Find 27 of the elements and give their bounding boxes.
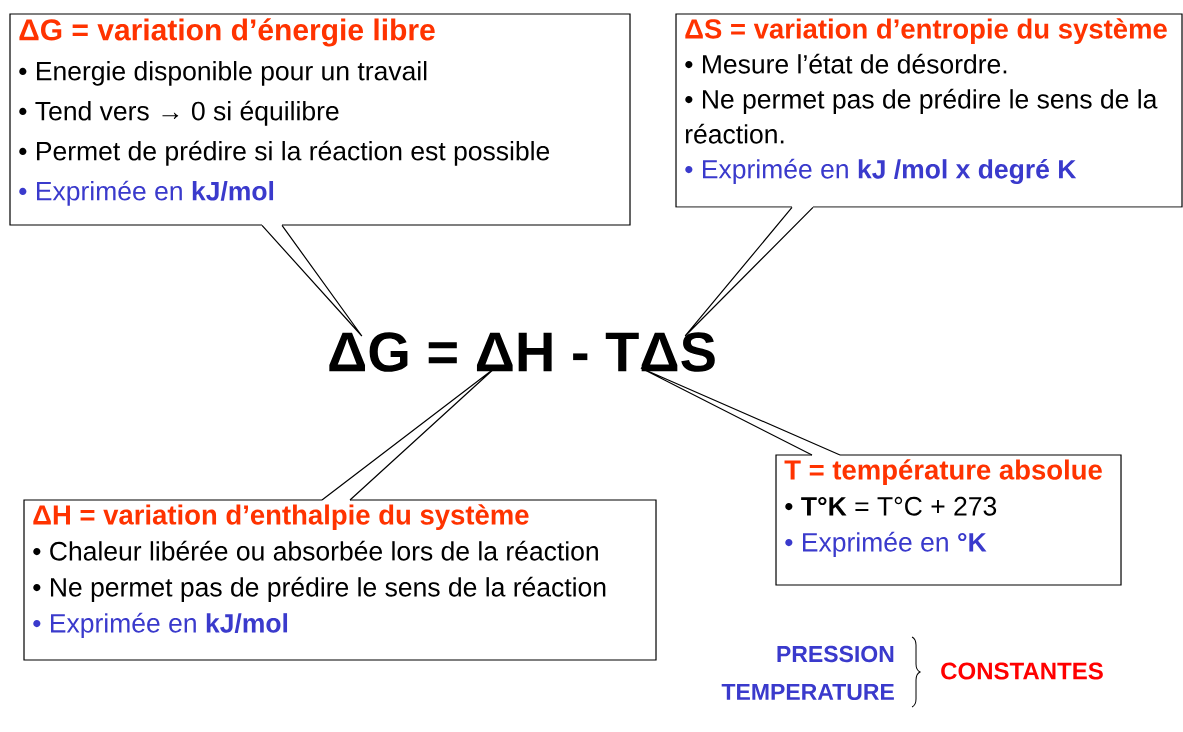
label: CONSTANTES <box>941 662 1103 680</box>
callout-pointer <box>261 224 363 337</box>
heading: ΔH = variation d’enthalpie du système <box>33 504 529 531</box>
bullet-item: • Tend vers → 0 si équilibre <box>19 100 339 126</box>
bullet-item: • Chaleur libérée ou absorbée lors de la réaction <box>33 540 598 561</box>
bullet-item: • Energie disponible pour un travail <box>19 61 427 86</box>
bullet-item: • Ne permet pas de prédire le sens de la réaction. <box>685 88 1158 144</box>
bullet-item: • Exprimée en kJ/mol <box>19 180 274 206</box>
label: PRESSION <box>777 645 894 663</box>
callout-pointer <box>684 206 814 337</box>
callout-box <box>23 499 657 661</box>
callout-pointer <box>640 367 841 456</box>
equation: ΔG = ΔH - TΔS <box>329 332 715 372</box>
bullet-item: • Exprimée en °K <box>785 531 987 557</box>
callout-box <box>775 454 1122 586</box>
bullet-item: • Permet de prédire si la réaction est possible <box>19 140 550 166</box>
bullet-item: • Ne permet pas de prédire le sens de la réaction <box>33 576 606 602</box>
bullet-item: • Exprimée en kJ /mol x degré K <box>685 158 1077 184</box>
callout-box <box>675 13 1183 208</box>
bullet-item: • T°K = T°C + 273 <box>785 496 997 516</box>
heading: ΔG = variation d’énergie libre <box>19 18 435 47</box>
callout-box <box>9 13 631 226</box>
heading: ΔS = variation d’entropie du système <box>685 18 1167 45</box>
bullet-item: • Exprimée en kJ/mol <box>33 612 288 638</box>
bullet-item: • Mesure l’état de désordre. <box>685 53 1007 74</box>
heading: T = température absolue <box>784 459 1102 486</box>
label: TEMPERATURE <box>721 684 894 701</box>
